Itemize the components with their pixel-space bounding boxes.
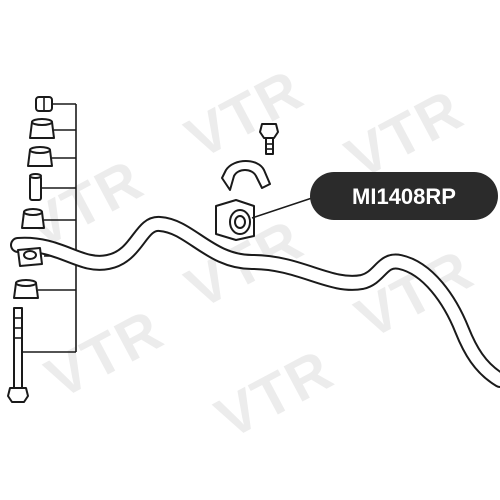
label-leader-line xyxy=(251,195,319,219)
watermark-text: VTR xyxy=(206,337,344,452)
parts-bracket xyxy=(22,103,77,353)
bushing-icon xyxy=(27,146,53,167)
bushing-icon xyxy=(29,118,55,139)
bushing-icon xyxy=(13,279,39,299)
bolt-icon xyxy=(259,123,279,155)
part-number-badge: MI1408RP xyxy=(310,172,498,220)
sleeve-icon xyxy=(29,173,42,201)
part-number-text: MI1408RP xyxy=(352,184,456,209)
stabilizer-bar-icon xyxy=(10,216,500,388)
nut-icon xyxy=(35,96,53,112)
clamp-icon xyxy=(221,160,271,191)
watermark-text: VTR xyxy=(176,57,314,172)
bushing-icon xyxy=(215,199,255,241)
washer-icon xyxy=(21,208,45,229)
bushing-icon xyxy=(17,247,43,267)
bolt-icon xyxy=(7,307,29,403)
watermark-text: VTR xyxy=(36,297,174,412)
